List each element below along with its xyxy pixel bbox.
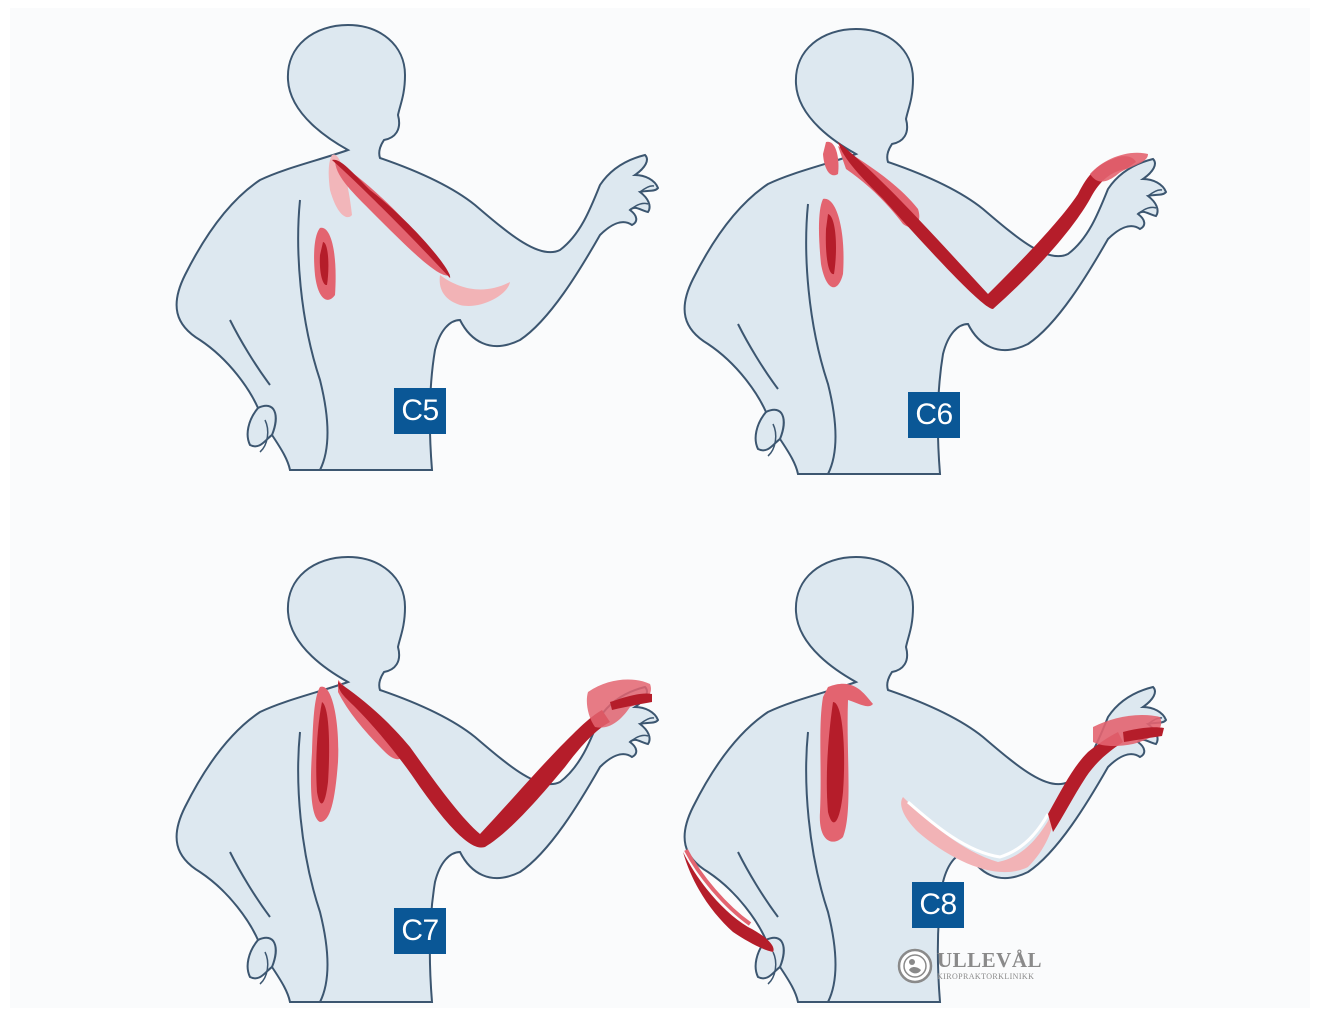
clinic-logo: ULLEVÅL KIROPRAKTORKLINIKK — [897, 946, 1077, 990]
logo-name: ULLEVÅL — [937, 948, 1042, 973]
logo-emblem-icon — [897, 948, 933, 984]
dermatome-label-c5: C5 — [394, 388, 446, 434]
dermatome-label-c6: C6 — [908, 392, 960, 438]
dermatome-label-c8: C8 — [912, 882, 964, 928]
logo-subtitle: KIROPRAKTORKLINIKK — [937, 972, 1034, 981]
figure-c6: C6 — [678, 24, 1178, 484]
body-outline-c8 — [678, 552, 1178, 1012]
figure-c7: C7 — [170, 552, 670, 1012]
dermatome-label-c7: C7 — [394, 908, 446, 954]
figure-c5: C5 — [170, 20, 670, 480]
figure-c8: C8 — [678, 552, 1178, 1012]
